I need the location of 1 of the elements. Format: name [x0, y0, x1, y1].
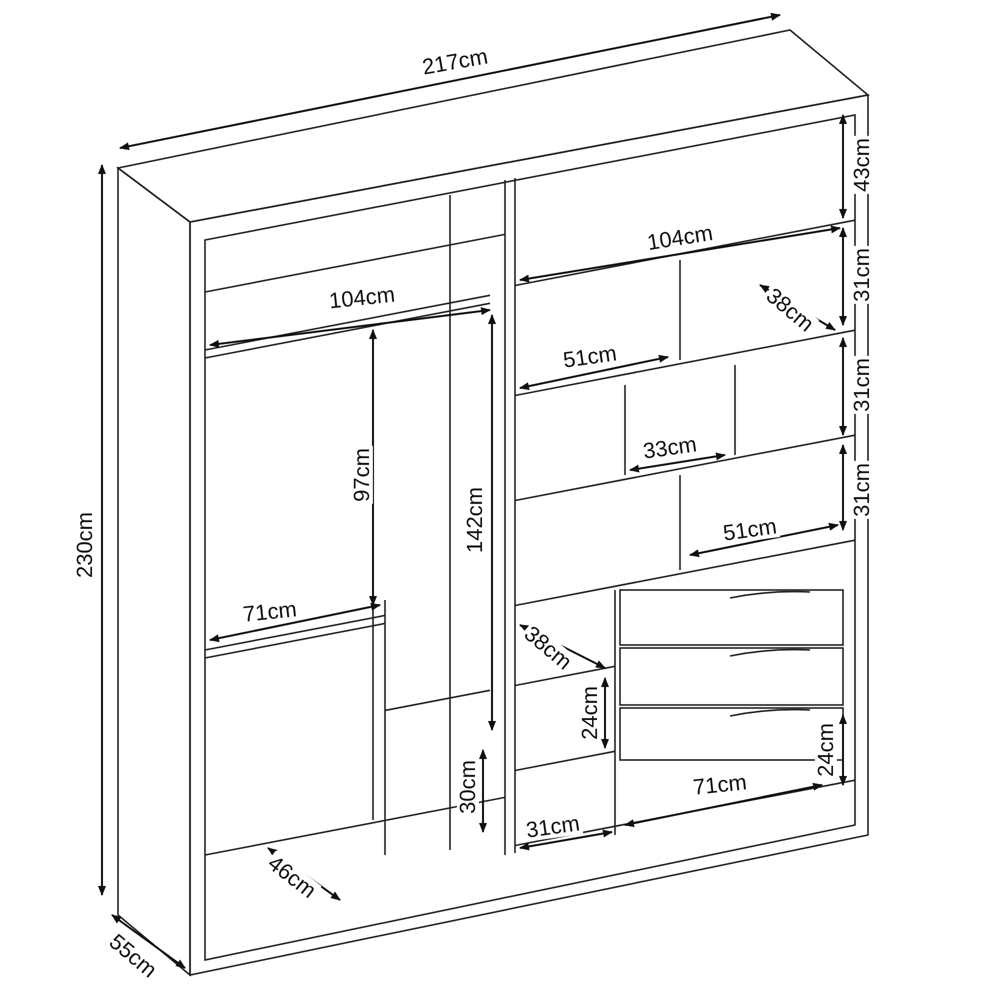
dimension-label: 97cm — [350, 446, 373, 504]
